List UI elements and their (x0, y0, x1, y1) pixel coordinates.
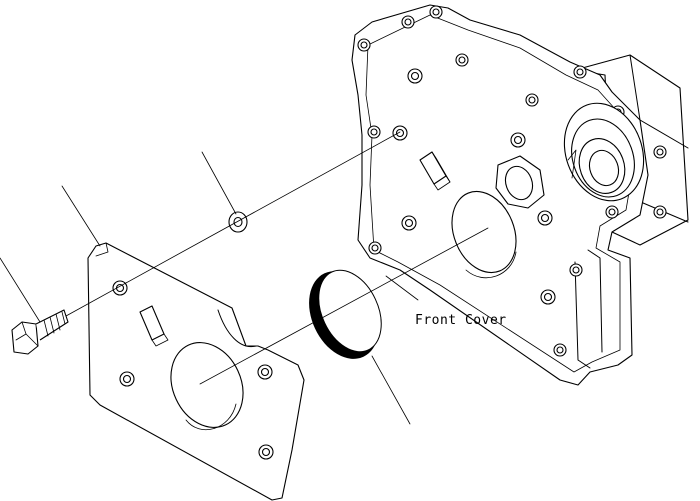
front-cover-label: Front Cover (415, 313, 507, 328)
front-cover-casting (351, 4, 689, 386)
seal-ring (309, 269, 382, 359)
washer (228, 211, 248, 233)
leader-lines (0, 131, 489, 425)
cover-plate (87, 242, 305, 501)
hex-bolt (11, 309, 69, 355)
